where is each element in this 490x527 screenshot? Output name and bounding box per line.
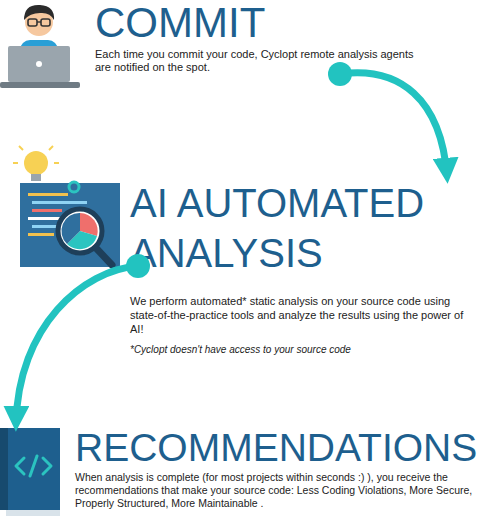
lightbulb — [24, 151, 48, 175]
laptop-screen — [8, 46, 70, 82]
developer-icon — [0, 0, 90, 95]
step-block: COMMIT Each time you commit your code, Cy… — [95, 0, 417, 74]
book-icon — [0, 428, 64, 518]
arrow-start-dot — [126, 254, 150, 278]
glasses — [28, 19, 37, 26]
screen — [20, 183, 120, 267]
step-block: RECOMMENDATIONSWhen analysis is complete… — [0, 428, 490, 510]
step-heading: RECOMMENDATIONS — [75, 428, 490, 468]
flow-arrow — [16, 266, 138, 424]
hair — [24, 5, 54, 20]
step-description: When analysis is complete (for most proj… — [75, 471, 490, 510]
gear — [69, 182, 79, 192]
code-symbol — [16, 456, 51, 476]
book-spine — [0, 428, 8, 510]
light-rays — [13, 146, 59, 163]
book-cover — [0, 428, 60, 510]
code-line — [28, 193, 68, 196]
laptop-base — [0, 82, 80, 88]
glasses — [37, 21, 41, 22]
lightbulb-base — [31, 174, 41, 181]
flow-arrow — [340, 73, 447, 176]
magnifier-handle — [96, 248, 112, 265]
book-pages — [6, 510, 60, 516]
step-description: We perform automated* static analysis on… — [130, 294, 475, 336]
analysis-icon — [12, 145, 127, 275]
laptop-logo — [36, 61, 42, 67]
pie-slice — [61, 213, 80, 244]
code-line — [32, 201, 87, 204]
footnote: *Cyclopt doesn't have access to your sou… — [130, 344, 475, 356]
step-block: AI AUTOMATED ANALYSIS We perform automate… — [130, 178, 475, 356]
glasses — [41, 19, 50, 26]
step-heading: AI AUTOMATED ANALYSIS — [130, 178, 475, 278]
step-description: Each time you commit your code, Cyclopt … — [95, 48, 417, 74]
code-line — [32, 209, 62, 212]
step-heading: COMMIT — [95, 2, 417, 44]
code-line — [28, 233, 54, 236]
arrow-start-dot — [328, 62, 352, 86]
